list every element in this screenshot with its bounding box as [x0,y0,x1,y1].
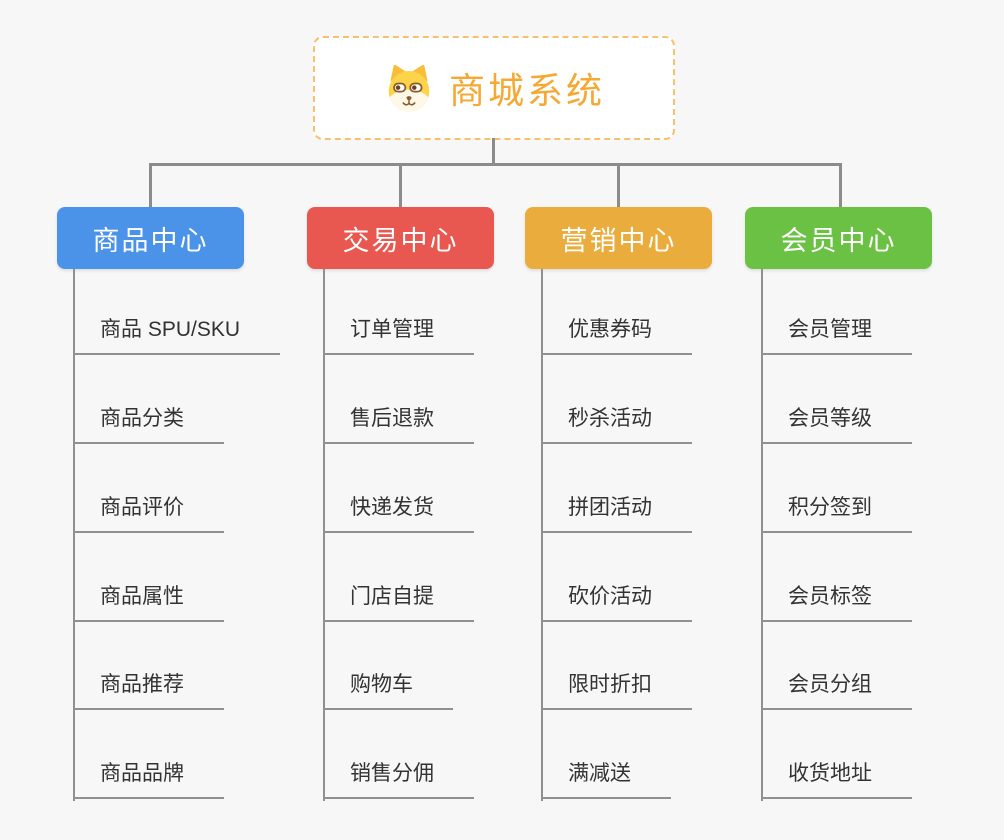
branch-item[interactable]: 满减送 [541,760,671,799]
branch-node-member-center[interactable]: 会员中心 [745,207,932,269]
branch-item[interactable]: 商品评价 [73,494,224,533]
branch-item[interactable]: 订单管理 [323,316,474,355]
branch-node-marketing-center[interactable]: 营销中心 [525,207,712,269]
branch-item[interactable]: 商品分类 [73,405,224,444]
branch-item[interactable]: 秒杀活动 [541,405,692,444]
branch-spine-3 [541,269,543,801]
connector-horizontal [149,163,842,166]
shiba-dog-icon [388,64,430,112]
branch-spine-2 [323,269,325,801]
root-title: 商城系统 [448,70,605,111]
branch-item[interactable]: 会员管理 [761,316,912,355]
branch-item[interactable]: 收货地址 [761,760,912,799]
branch-item[interactable]: 会员分组 [761,671,912,710]
branch-item[interactable]: 商品品牌 [73,760,224,799]
branch-item[interactable]: 购物车 [323,671,453,710]
connector-root-stem [492,138,495,165]
branch-item[interactable]: 优惠券码 [541,316,692,355]
branch-item[interactable]: 砍价活动 [541,583,692,622]
branch-item[interactable]: 销售分佣 [323,760,474,799]
branch-item[interactable]: 商品推荐 [73,671,224,710]
branch-node-trade-center[interactable]: 交易中心 [307,207,494,269]
branch-item[interactable]: 积分签到 [761,494,912,533]
connector-drop-3 [617,163,620,208]
branch-item[interactable]: 商品属性 [73,583,224,622]
branch-node-product-center[interactable]: 商品中心 [57,207,244,269]
branch-item[interactable]: 拼团活动 [541,494,692,533]
root-node[interactable]: 商城系统 [313,36,675,140]
branch-item[interactable]: 商品 SPU/SKU [73,316,281,355]
connector-drop-2 [399,163,402,208]
branch-item[interactable]: 快递发货 [323,494,474,533]
connector-drop-1 [149,163,152,208]
branch-item[interactable]: 会员标签 [761,583,912,622]
branch-spine-1 [73,269,75,801]
branch-spine-4 [761,269,763,801]
branch-item[interactable]: 限时折扣 [541,671,692,710]
branch-item[interactable]: 会员等级 [761,405,912,444]
branch-item[interactable]: 售后退款 [323,405,474,444]
connector-drop-4 [839,163,842,208]
branch-item[interactable]: 门店自提 [323,583,474,622]
